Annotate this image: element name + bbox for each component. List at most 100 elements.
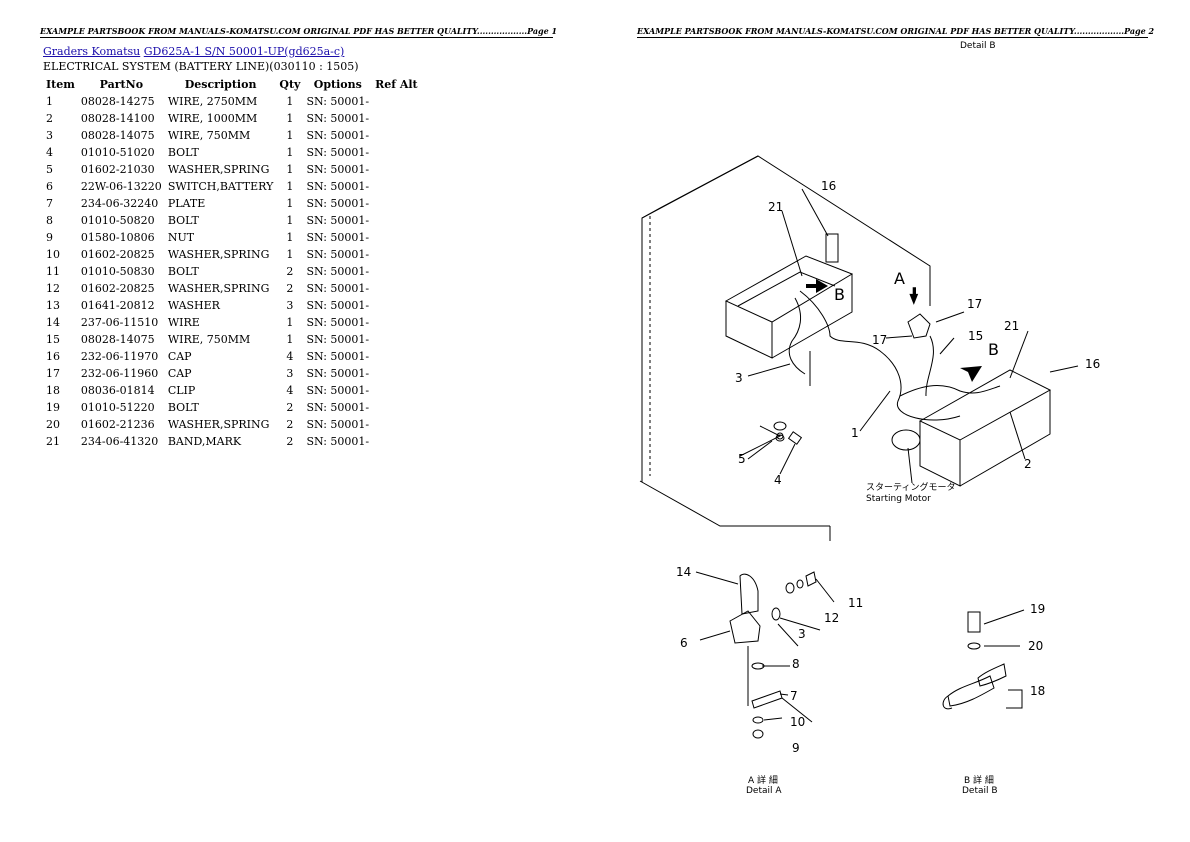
partno-cell: 232-06-11960 — [80, 367, 159, 380]
options-cell: SN: 50001- — [306, 231, 370, 244]
options-cell: SN: 50001- — [306, 180, 370, 193]
ref-alt-cell — [372, 229, 421, 246]
partno-cell: 01580-10806 — [80, 231, 155, 244]
callout-21-right: 21 — [1004, 319, 1019, 333]
partno-cell: 01010-51020 — [80, 146, 155, 159]
item-cell: 2 — [46, 112, 53, 125]
description-cell: WASHER,SPRING — [167, 248, 270, 261]
description-cell: WIRE, 750MM — [167, 129, 251, 142]
callout-12: 12 — [824, 611, 839, 625]
options-cell: SN: 50001- — [306, 299, 370, 312]
description-cell: WASHER,SPRING — [167, 282, 270, 295]
options-cell: SN: 50001- — [306, 435, 370, 448]
description-cell: BOLT — [167, 146, 199, 159]
partno-cell: 234-06-41320 — [80, 435, 159, 448]
item-cell: 15 — [46, 333, 60, 346]
callout-8: 8 — [792, 657, 800, 671]
options-cell: SN: 50001- — [306, 146, 370, 159]
item-cell: 8 — [46, 214, 53, 227]
qty-cell: 2 — [286, 265, 294, 278]
qty-cell: 2 — [286, 418, 294, 431]
partno-cell: 01602-21236 — [80, 418, 155, 431]
ref-alt-cell — [372, 331, 421, 348]
item-cell: 5 — [46, 163, 53, 176]
ref-alt-cell — [372, 433, 421, 450]
item-cell: 3 — [46, 129, 53, 142]
options-cell: SN: 50001- — [306, 282, 370, 295]
ref-alt-cell — [372, 127, 421, 144]
description-cell: WIRE, 750MM — [167, 333, 251, 346]
partno-cell: 01602-21030 — [80, 163, 155, 176]
model-link[interactable]: GD625A-1 S/N 50001-UP(gd625a-c) — [143, 45, 345, 58]
qty-cell: 1 — [286, 248, 294, 261]
section-title: ELECTRICAL SYSTEM (BATTERY LINE)(030110 … — [43, 60, 359, 73]
partno-cell: 237-06-11510 — [80, 316, 159, 329]
partno-cell: 234-06-32240 — [80, 197, 159, 210]
callout-5: 5 — [738, 452, 746, 466]
options-cell: SN: 50001- — [306, 384, 370, 397]
column-header-options: Options — [313, 78, 362, 91]
qty-cell: 4 — [286, 350, 294, 363]
description-cell: CAP — [167, 350, 192, 363]
table-row: 10 01602-20825 WASHER,SPRING 1 SN: 50001- — [43, 246, 421, 263]
description-cell: BOLT — [167, 214, 199, 227]
page-1-header: EXAMPLE PARTSBOOK FROM MANUALS-KOMATSU.C… — [40, 26, 558, 38]
qty-cell: 4 — [286, 384, 294, 397]
options-cell: SN: 50001- — [306, 401, 370, 414]
partno-cell: 01641-20812 — [80, 299, 155, 312]
callout-14: 14 — [676, 565, 691, 579]
qty-cell: 2 — [286, 282, 294, 295]
options-cell: SN: 50001- — [306, 367, 370, 380]
partno-cell: 01602-20825 — [80, 248, 155, 261]
item-cell: 10 — [46, 248, 60, 261]
callout-b-left: B — [834, 285, 845, 304]
item-cell: 6 — [46, 180, 53, 193]
callout-7: 7 — [790, 689, 798, 703]
qty-cell: 1 — [286, 129, 294, 142]
item-cell: 17 — [46, 367, 60, 380]
column-header-partno: PartNo — [99, 78, 144, 91]
description-cell: NUT — [167, 231, 195, 244]
options-cell: SN: 50001- — [306, 129, 370, 142]
callout-15: 15 — [968, 329, 983, 343]
detail-a-jp-label: A 詳 細 — [748, 774, 778, 786]
category-link[interactable]: Graders Komatsu — [43, 45, 141, 58]
item-cell: 7 — [46, 197, 53, 210]
options-cell: SN: 50001- — [306, 112, 370, 125]
ref-alt-cell — [372, 382, 421, 399]
detail-a-label: Detail A — [746, 786, 782, 796]
item-cell: 4 — [46, 146, 53, 159]
callout-10: 10 — [790, 715, 805, 729]
options-cell: SN: 50001- — [306, 248, 370, 261]
options-cell: SN: 50001- — [306, 214, 370, 227]
description-cell: CLIP — [167, 384, 196, 397]
starting-motor-jp-label: スターティングモータ — [866, 481, 955, 493]
callout-16-top: 16 — [821, 179, 836, 193]
options-cell: SN: 50001- — [306, 197, 370, 210]
ref-alt-cell — [372, 416, 421, 433]
options-cell: SN: 50001- — [306, 333, 370, 346]
ref-alt-cell — [372, 348, 421, 365]
callout-9: 9 — [792, 741, 800, 755]
description-cell: WIRE, 2750MM — [167, 95, 258, 108]
callout-17-right: 17 — [967, 297, 982, 311]
qty-cell: 2 — [286, 401, 294, 414]
callout-6: 6 — [680, 636, 688, 650]
item-cell: 9 — [46, 231, 53, 244]
ref-alt-cell — [372, 246, 421, 263]
qty-cell: 1 — [286, 197, 294, 210]
table-row: 9 01580-10806 NUT 1 SN: 50001- — [43, 229, 421, 246]
ref-alt-cell — [372, 365, 421, 382]
qty-cell: 1 — [286, 231, 294, 244]
